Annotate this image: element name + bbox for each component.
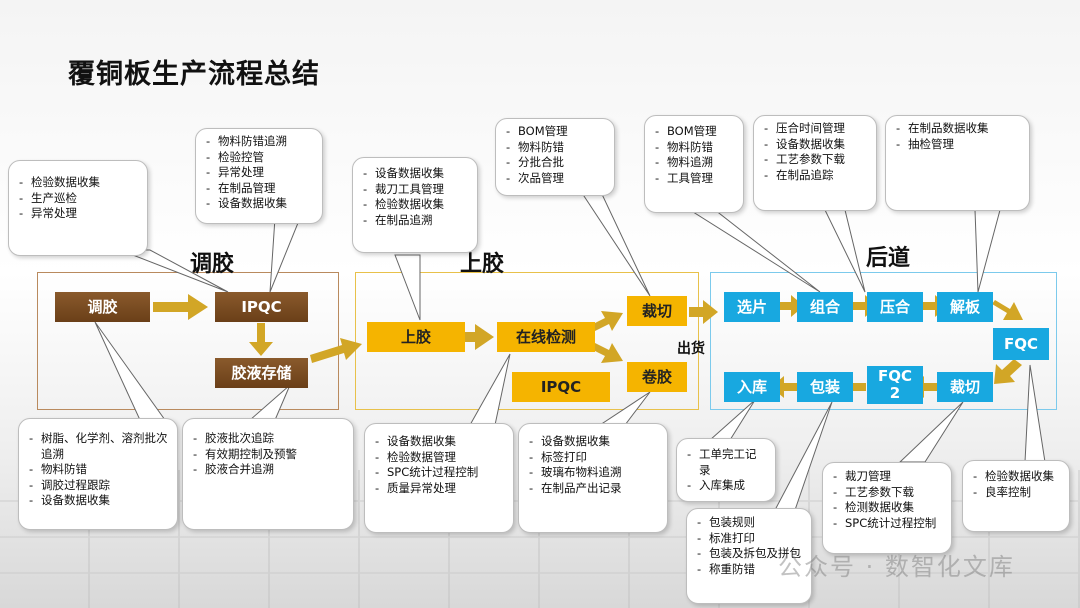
step-xuanpian: 选片 bbox=[724, 292, 780, 322]
note-item: 称重防错 bbox=[695, 562, 803, 578]
note-baozhuang-bottom: 包装规则 标准打印 包装及拆包及拼包 称重防错 bbox=[686, 508, 812, 604]
note-item: 在制品追踪 bbox=[762, 168, 868, 184]
note-caiqie-bottom: 裁刀管理 工艺参数下载 检测数据收集 SPC统计过程控制 bbox=[822, 462, 952, 554]
step-zaixian-jiance: 在线检测 bbox=[497, 322, 595, 352]
note-item: 设备数据收集 bbox=[361, 166, 469, 182]
step-caiqie-houdao: 裁切 bbox=[937, 372, 993, 402]
note-item: 在制品数据收集 bbox=[894, 121, 1021, 137]
note-item: 裁刀工具管理 bbox=[361, 182, 469, 198]
watermark: 公众号 · 数智化文库 bbox=[778, 553, 1015, 581]
note-shangjiao-top: 设备数据收集 裁刀工具管理 检验数据收集 在制品追溯 bbox=[352, 157, 478, 253]
note-tiaojiao-top: 检验数据收集 生产巡检 异常处理 bbox=[8, 160, 148, 256]
note-item: 检验数据管理 bbox=[373, 450, 505, 466]
zone-houdao bbox=[710, 272, 1057, 410]
step-juanjiao: 卷胶 bbox=[627, 362, 687, 392]
note-item: 物料追溯 bbox=[653, 155, 735, 171]
note-item: BOM管理 bbox=[653, 124, 735, 140]
note-item: 包装规则 bbox=[695, 515, 803, 531]
note-item: 检验数据收集 bbox=[361, 197, 469, 213]
note-item: 入库集成 bbox=[685, 478, 767, 494]
note-jieban-top: 在制品数据收集 抽检管理 bbox=[885, 115, 1030, 211]
note-juanjiao-bottom: 设备数据收集 标签打印 玻璃布物料追溯 在制品产出记录 bbox=[518, 423, 668, 533]
note-item: 物料防错 bbox=[27, 462, 169, 478]
step-jiaoye-cunchu: 胶液存储 bbox=[215, 358, 308, 388]
section-shangjiao-label: 上胶 bbox=[460, 252, 505, 277]
note-item: 调胶过程跟踪 bbox=[27, 478, 169, 494]
note-item: 胶液批次追踪 bbox=[191, 431, 345, 447]
note-item: 分批合批 bbox=[504, 155, 606, 171]
note-item: 在制品产出记录 bbox=[527, 481, 659, 497]
section-houdao-label: 后道 bbox=[866, 246, 911, 271]
step-caiqie-shangjiao: 裁切 bbox=[627, 296, 687, 326]
note-item: 标准打印 bbox=[695, 531, 803, 547]
note-item: BOM管理 bbox=[504, 124, 606, 140]
step-fqc: FQC bbox=[993, 328, 1049, 360]
note-item: 工艺参数下载 bbox=[762, 152, 868, 168]
note-item: 良率控制 bbox=[971, 485, 1061, 501]
page-title: 覆铜板生产流程总结 bbox=[68, 59, 320, 90]
note-item: 设备数据收集 bbox=[27, 493, 169, 509]
note-item: 包装及拆包及拼包 bbox=[695, 546, 803, 562]
note-item: 异常处理 bbox=[17, 206, 139, 222]
note-ipqc-top: 物料防错追溯 检验控管 异常处理 在制品管理 设备数据收集 bbox=[195, 128, 323, 224]
note-fqc-bottom: 检验数据收集 良率控制 bbox=[962, 460, 1070, 532]
note-item: 检验控管 bbox=[204, 150, 314, 166]
step-yahe: 压合 bbox=[867, 292, 923, 322]
note-item: 标签打印 bbox=[527, 450, 659, 466]
note-tiaojiao-bottom: 树脂、化学剂、溶剂批次追溯 物料防错 调胶过程跟踪 设备数据收集 bbox=[18, 418, 178, 530]
note-item: 有效期控制及预警 bbox=[191, 447, 345, 463]
step-jieban: 解板 bbox=[937, 292, 993, 322]
step-tiaojiao: 调胶 bbox=[55, 292, 150, 322]
note-item: 质量异常处理 bbox=[373, 481, 505, 497]
note-item: 设备数据收集 bbox=[373, 434, 505, 450]
note-item: 检验数据收集 bbox=[971, 469, 1061, 485]
step-ruku: 入库 bbox=[724, 372, 780, 402]
note-ruku-bottom: 工单完工记录 入库集成 bbox=[676, 438, 776, 502]
step-ipqc-tiaojiao: IPQC bbox=[215, 292, 308, 322]
step-fqc2: FQC 2 bbox=[867, 366, 923, 404]
step-shangjiao: 上胶 bbox=[367, 322, 465, 352]
note-item: 检验数据收集 bbox=[17, 175, 139, 191]
section-tiaojiao-label: 调胶 bbox=[190, 252, 235, 277]
note-item: 胶液合并追溯 bbox=[191, 462, 345, 478]
note-item: 玻璃布物料追溯 bbox=[527, 465, 659, 481]
note-item: 检测数据收集 bbox=[831, 500, 943, 516]
note-item: 工艺参数下载 bbox=[831, 485, 943, 501]
note-item: SPC统计过程控制 bbox=[373, 465, 505, 481]
note-jiaoye-bottom: 胶液批次追踪 有效期控制及预警 胶液合并追溯 bbox=[182, 418, 354, 530]
note-item: 树脂、化学剂、溶剂批次追溯 bbox=[27, 431, 169, 462]
note-item: 异常处理 bbox=[204, 165, 314, 181]
step-baozhuang: 包装 bbox=[797, 372, 853, 402]
note-item: 物料防错追溯 bbox=[204, 134, 314, 150]
note-yahe-top: 压合时间管理 设备数据收集 工艺参数下载 在制品追踪 bbox=[753, 115, 877, 211]
note-item: 裁刀管理 bbox=[831, 469, 943, 485]
note-zuhe-top: BOM管理 物料防错 物料追溯 工具管理 bbox=[644, 115, 744, 213]
note-item: 在制品管理 bbox=[204, 181, 314, 197]
step-ipqc-shangjiao: IPQC bbox=[512, 372, 610, 402]
note-item: SPC统计过程控制 bbox=[831, 516, 943, 532]
note-item: 在制品追溯 bbox=[361, 213, 469, 229]
note-item: 次品管理 bbox=[504, 171, 606, 187]
note-item: 物料防错 bbox=[504, 140, 606, 156]
note-item: 压合时间管理 bbox=[762, 121, 868, 137]
note-caiqie-top: BOM管理 物料防错 分批合批 次品管理 bbox=[495, 118, 615, 196]
note-zaixian-bottom: 设备数据收集 检验数据管理 SPC统计过程控制 质量异常处理 bbox=[364, 423, 514, 533]
note-item: 设备数据收集 bbox=[762, 137, 868, 153]
note-item: 抽检管理 bbox=[894, 137, 1021, 153]
pointer-n14 bbox=[898, 401, 964, 463]
note-item: 工单完工记录 bbox=[685, 447, 767, 478]
note-item: 设备数据收集 bbox=[527, 434, 659, 450]
note-item: 生产巡检 bbox=[17, 191, 139, 207]
label-chuhuo: 出货 bbox=[677, 341, 705, 357]
note-item: 设备数据收集 bbox=[204, 196, 314, 212]
note-item: 工具管理 bbox=[653, 171, 735, 187]
step-zuhe: 组合 bbox=[797, 292, 853, 322]
note-item: 物料防错 bbox=[653, 140, 735, 156]
